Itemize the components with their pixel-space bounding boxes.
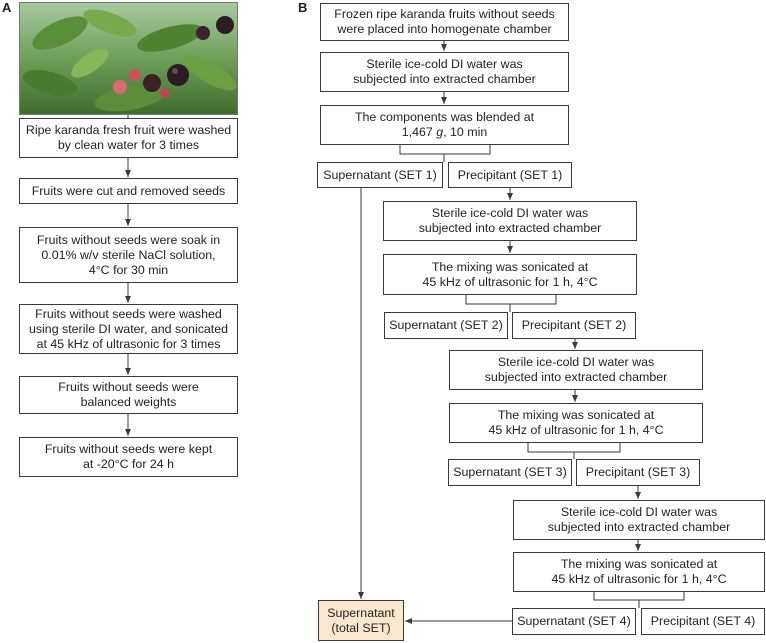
precipitant-set-4: Precipitant (SET 4) (641, 608, 765, 635)
supernatant-set-2: Supernatant (SET 2) (384, 312, 508, 339)
step-b-add-water-2: Sterile ice-cold DI water was subjected … (383, 201, 637, 241)
step-a6-freeze: Fruits without seeds were kept at -20°C … (19, 437, 238, 477)
step-b-add-water-3: Sterile ice-cold DI water was subjected … (449, 350, 703, 390)
supernatant-set-1: Supernatant (SET 1) (317, 162, 443, 188)
step-b-sonicate-4: The mixing was sonicated at 45 kHz of ul… (513, 552, 765, 592)
step-b-add-water-1: Sterile ice-cold DI water was subjected … (320, 52, 569, 92)
step-a1-wash-fruit: Ripe karanda fresh fruit were washed by … (19, 118, 238, 158)
karanda-fruit-photo (19, 2, 238, 115)
panel-b-label: B (298, 0, 308, 15)
step-b-sonicate-2: The mixing was sonicated at 45 kHz of ul… (383, 254, 637, 295)
precipitant-set-2: Precipitant (SET 2) (512, 312, 636, 339)
step-b-blend: The components was blended at 1,467 g, 1… (320, 105, 569, 145)
step-a5-balance-weights: Fruits without seeds were balanced weigh… (19, 376, 238, 414)
bracket-set-3 (527, 443, 621, 453)
step-b-add-water-4: Sterile ice-cold DI water was subjected … (513, 500, 765, 540)
bracket-set-2 (465, 295, 557, 305)
supernatant-set-4: Supernatant (SET 4) (512, 608, 636, 635)
step-a3-nacl-soak: Fruits without seeds were soak in 0.01% … (19, 227, 238, 283)
supernatant-set-3: Supernatant (SET 3) (448, 459, 572, 486)
step-a2-cut-seeds: Fruits were cut and removed seeds (19, 178, 238, 204)
step-a4-wash-sonicate: Fruits without seeds were washed using s… (19, 304, 238, 354)
blend-text: The components was blended at 1,467 g, 1… (354, 110, 535, 139)
bracket-set-1 (399, 145, 491, 155)
supernatant-total-set: Supernatant (total SET) (318, 600, 404, 641)
precipitant-set-1: Precipitant (SET 1) (448, 162, 572, 188)
precipitant-set-3: Precipitant (SET 3) (576, 459, 700, 486)
step-b-start-frozen-fruit: Frozen ripe karanda fruits without seeds… (320, 3, 569, 41)
panel-a-label: A (2, 0, 12, 15)
bracket-set-4 (593, 592, 685, 601)
step-b-sonicate-3: The mixing was sonicated at 45 kHz of ul… (449, 403, 703, 443)
